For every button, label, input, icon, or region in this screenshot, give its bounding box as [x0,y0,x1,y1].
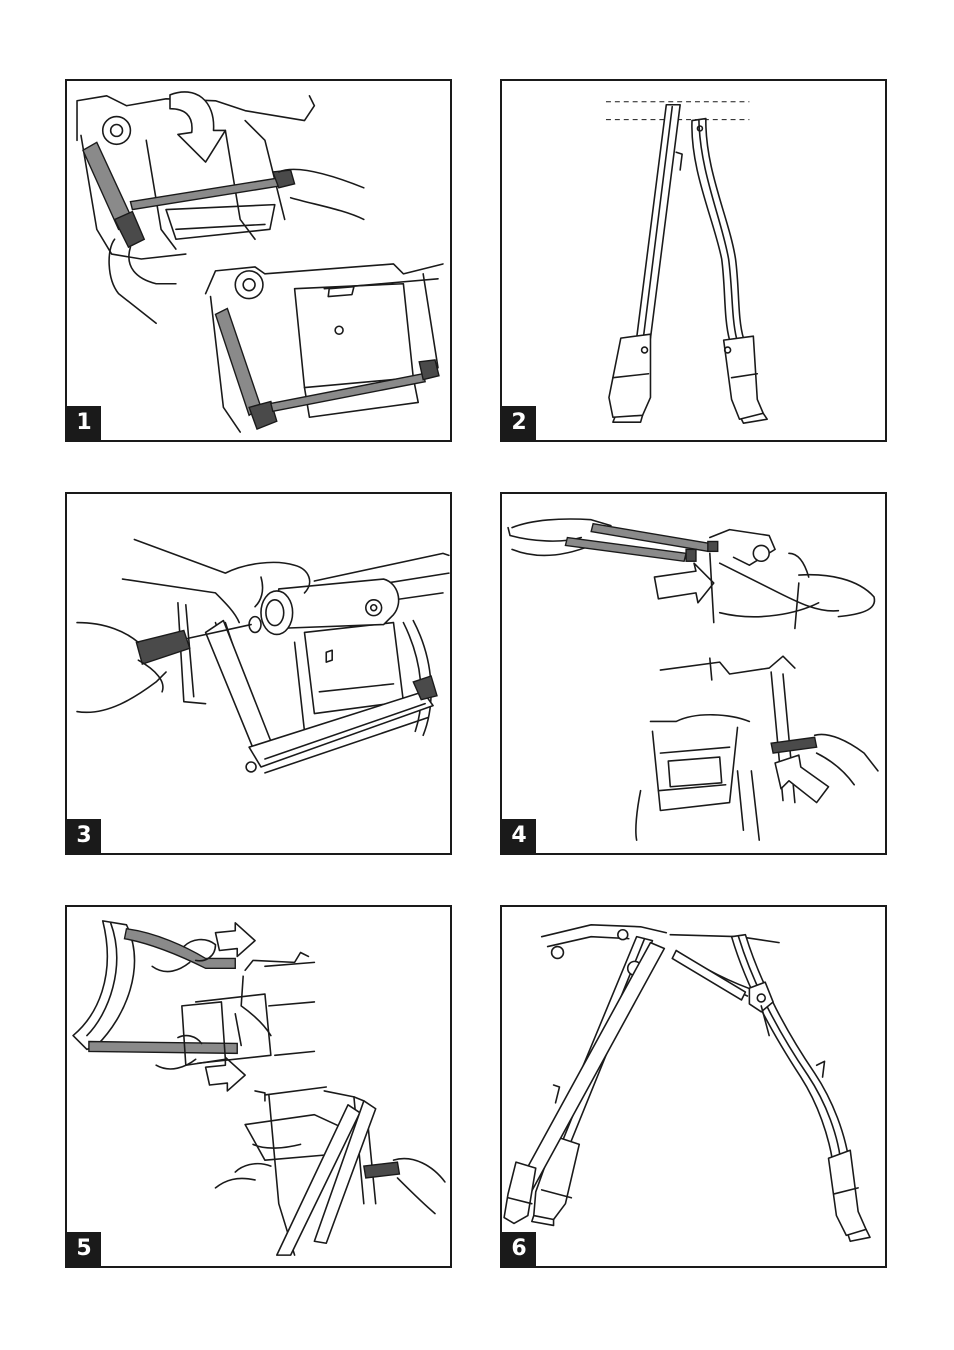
illustration-compare-leg-pair [502,81,885,440]
illustration-attach-front-crossbar [67,81,450,440]
step-number: 3 [67,819,101,853]
step-panel-3: 3 [65,492,452,855]
step-number: 6 [502,1232,536,1266]
illustration-assembled-legs [502,907,885,1266]
step-panel-5: 5 [65,905,452,1268]
illustration-fit-rear-legs [67,907,450,1266]
illustration-insert-rear-tubes [502,494,885,853]
step-number: 4 [502,819,536,853]
step-panel-2: 2 [500,79,887,442]
illustration-screw-crossbar-to-frame [67,494,450,853]
step-number: 1 [67,406,101,440]
step-number: 2 [502,406,536,440]
step-panel-4: 4 [500,492,887,855]
step-number: 5 [67,1232,101,1266]
step-panel-1: 1 [65,79,452,442]
step-panel-6: 6 [500,905,887,1268]
